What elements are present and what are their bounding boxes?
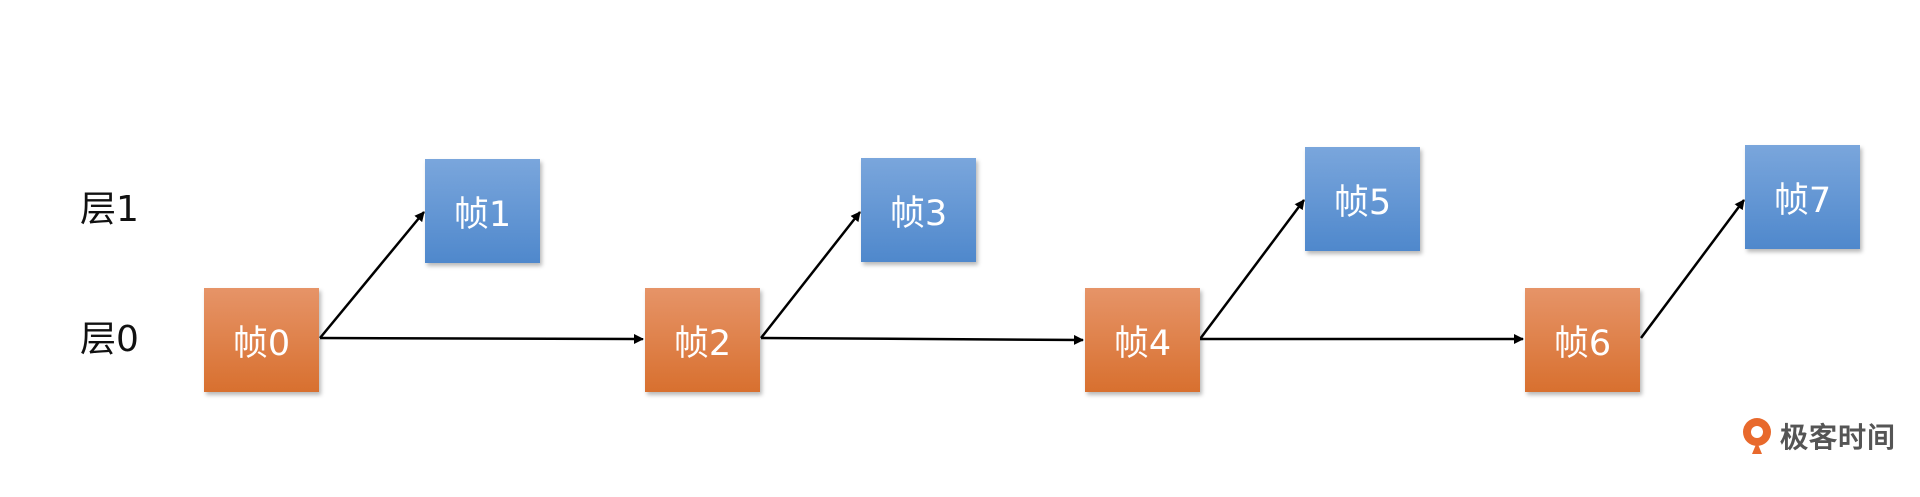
edge-f6-f7 xyxy=(1639,199,1746,339)
logo-text: 极客时间 xyxy=(1780,421,1897,454)
edge-f0-f1 xyxy=(319,211,425,339)
layer-0-label: 层0 xyxy=(80,319,139,360)
logo-icon xyxy=(1743,418,1771,454)
edge-f2-f4 xyxy=(760,334,1084,345)
edge-f2-f3 xyxy=(760,211,861,339)
frame-4: 帧4 xyxy=(1085,288,1200,392)
geekbang-logo: 极客时间 xyxy=(1740,416,1896,456)
edge-f4-f5 xyxy=(1198,199,1306,340)
frame-7: 帧7 xyxy=(1745,145,1860,249)
frame-1: 帧1 xyxy=(425,159,540,263)
frame-5: 帧5 xyxy=(1305,147,1420,251)
frame-3: 帧3 xyxy=(861,158,976,262)
layer-1-label: 层1 xyxy=(80,189,139,230)
frame-6: 帧6 xyxy=(1525,288,1640,392)
edge-f0-f2 xyxy=(319,333,644,344)
frame-0: 帧0 xyxy=(204,288,319,392)
frame-2: 帧2 xyxy=(645,288,760,392)
